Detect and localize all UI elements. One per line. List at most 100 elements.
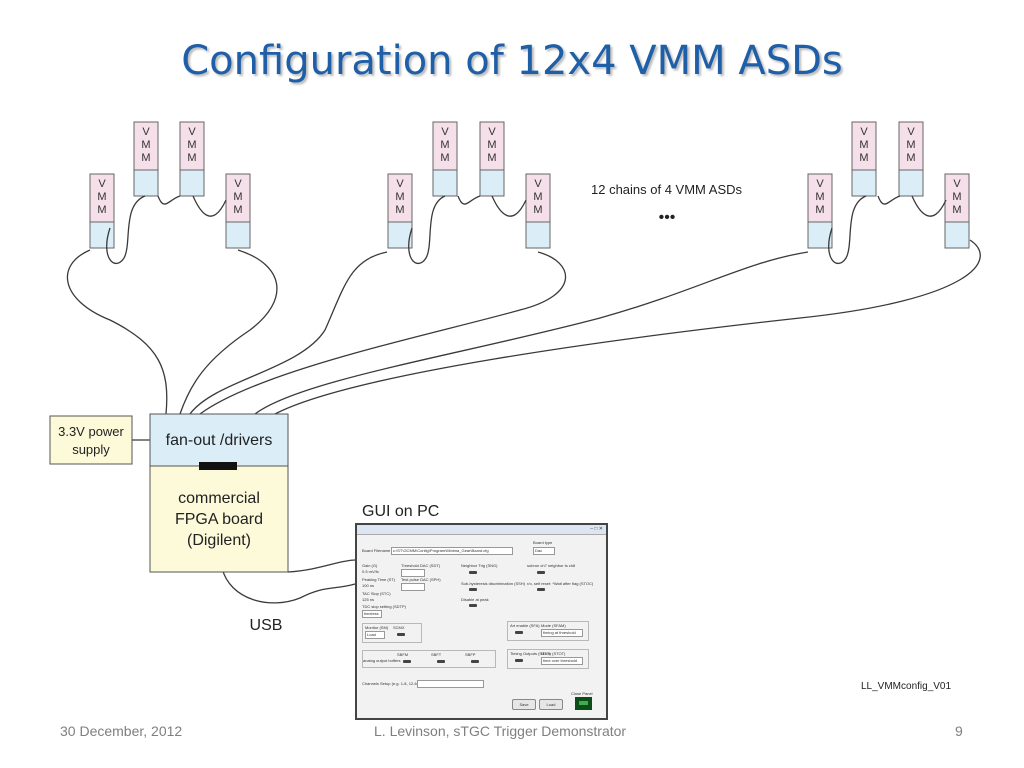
sbfm-toggle[interactable] xyxy=(403,660,411,663)
fpga-label-line3: (Digilent) xyxy=(187,532,251,549)
peaking-time-label: Peaking Time (ST) xyxy=(362,577,396,582)
art-enable-label: Art enable (SFA) xyxy=(510,623,540,628)
channels-setup-input[interactable] xyxy=(417,680,484,688)
neighbor-trig-label: Neighbor Trig (SNG) xyxy=(461,563,498,568)
subhysteresis-label: Sub-hysteresis discrimination (SSH) xyxy=(461,581,526,586)
vmm-label: V xyxy=(488,126,496,138)
vmm-chip-body xyxy=(807,173,833,223)
tdc-slop-input[interactable]: timeless xyxy=(362,610,382,618)
vmm-chip: VMM xyxy=(479,121,505,197)
sbfp-toggle[interactable] xyxy=(471,660,479,663)
gui-titlebar: ‒ □ ✕ xyxy=(357,525,606,535)
vmm-label: M xyxy=(815,204,824,216)
connector xyxy=(199,462,237,470)
vmm-label: V xyxy=(234,178,242,190)
load-button[interactable]: Load xyxy=(539,699,563,710)
cable xyxy=(199,251,567,415)
cable xyxy=(491,195,527,217)
channels-setup-label: Channels Setup (e.g. 1-8, 12-64) xyxy=(362,681,421,686)
close-panel-label: Close Panel xyxy=(571,691,593,696)
vmm-chip: VMM xyxy=(387,173,413,249)
gui-on-pc-label: GUI on PC xyxy=(362,503,439,520)
vmm-chip-connector xyxy=(179,169,205,197)
fpga-label-line1: commercial xyxy=(178,490,260,507)
vmm-chip-connector xyxy=(525,221,551,249)
tdc-slop-label: TDC slop setting (SDTP) xyxy=(362,604,407,609)
gain-value[interactable]: 0.5 mV/fc xyxy=(362,569,379,574)
vmm-label: M xyxy=(533,204,542,216)
chains-note: 12 chains of 4 VMM ASDs xyxy=(591,182,743,197)
mode-sfam-select[interactable]: timing at threshold xyxy=(541,629,583,637)
monitor-select[interactable]: Load xyxy=(365,631,385,639)
tac-slop-value[interactable]: 125 ns xyxy=(362,597,375,602)
cable xyxy=(192,195,227,217)
test-pulse-label: Test pulse DAC (SPH) xyxy=(401,577,441,582)
neighbor-trig-toggle[interactable] xyxy=(469,571,477,574)
sbft-toggle[interactable] xyxy=(437,660,445,663)
power-supply-label-line2: supply xyxy=(72,442,110,457)
cable xyxy=(911,195,947,217)
vmm-label: M xyxy=(952,191,961,203)
vmm-label: M xyxy=(395,204,404,216)
peaking-time-value[interactable]: 100 ns xyxy=(362,583,375,588)
board-filename-value: c:\ST\GCMM\Config\Program\Minima_Gear\Bo… xyxy=(393,548,489,553)
fanout-drivers-box xyxy=(149,413,289,467)
vmm-chip-connector xyxy=(133,169,159,197)
vmm-label: V xyxy=(953,178,961,190)
vmm-label: M xyxy=(233,191,242,203)
board-type-value: Dac xyxy=(535,548,543,553)
footer-author: L. Levinson, sTGC Trigger Demonstrator xyxy=(374,723,627,739)
vmm-chip: VMM xyxy=(89,173,115,249)
vmm-label: M xyxy=(440,152,449,164)
vmm-chip: VMM xyxy=(525,173,551,249)
scmx-toggle[interactable] xyxy=(397,633,405,636)
mode-sttt-select[interactable]: time over threshold xyxy=(541,657,583,665)
vmm-chip-body xyxy=(89,173,115,223)
vmm-label: V xyxy=(98,178,106,190)
gui-cable xyxy=(287,559,356,573)
board-filename-field[interactable]: c:\ST\GCMM\Config\Program\Minima_Gear\Bo… xyxy=(391,547,513,555)
vmm-label: M xyxy=(906,152,915,164)
vmm-chip-body xyxy=(525,173,551,223)
test-pulse-input[interactable] xyxy=(401,583,425,591)
threshold-dac-input[interactable] xyxy=(401,569,425,577)
mode-sttt-label: Mode (STOT) xyxy=(541,651,566,656)
power-supply-box xyxy=(49,415,133,465)
save-button[interactable]: Save xyxy=(512,699,536,710)
page-number: 9 xyxy=(955,723,963,739)
monitor-label: Monitor (SM) xyxy=(365,625,389,630)
power-supply-label-line1: 3.3V power xyxy=(58,424,124,439)
vmm-label: M xyxy=(815,191,824,203)
sbfm-label: SBFM xyxy=(397,652,409,657)
vmm-chip-connector xyxy=(225,221,251,249)
vmm-label: V xyxy=(396,178,404,190)
subrun-toggle[interactable] xyxy=(537,571,545,574)
vmm-chip-body xyxy=(225,173,251,223)
tac-slop-label: TAC Slop (STC) xyxy=(362,591,391,596)
vmm-chip-body xyxy=(432,121,458,171)
scmx-label: SCMX xyxy=(393,625,405,630)
window-controls[interactable]: ‒ □ ✕ xyxy=(590,526,603,532)
mode-sfam-value: timing at threshold xyxy=(543,630,576,635)
vmm-label: M xyxy=(487,139,496,151)
vmm-chip-body xyxy=(944,173,970,223)
subhysteresis-toggle[interactable] xyxy=(469,588,477,591)
ro-self-reset-toggle[interactable] xyxy=(537,588,545,591)
close-panel-icon[interactable] xyxy=(575,697,592,710)
vmm-label: M xyxy=(395,191,404,203)
timing-group xyxy=(507,649,589,669)
disable-peak-toggle[interactable] xyxy=(469,604,477,607)
vmm-chip-connector xyxy=(89,221,115,249)
usb-cable xyxy=(221,567,356,604)
vmm-label: M xyxy=(233,204,242,216)
vmm-label: M xyxy=(97,191,106,203)
vmm-chip-connector xyxy=(851,169,877,197)
board-type-select[interactable]: Dac xyxy=(533,547,555,555)
ellipsis: ••• xyxy=(659,209,676,226)
timing-outputs-toggle[interactable] xyxy=(515,659,523,662)
vmm-chip-body xyxy=(479,121,505,171)
art-enable-toggle[interactable] xyxy=(515,631,523,634)
cable xyxy=(189,251,388,415)
